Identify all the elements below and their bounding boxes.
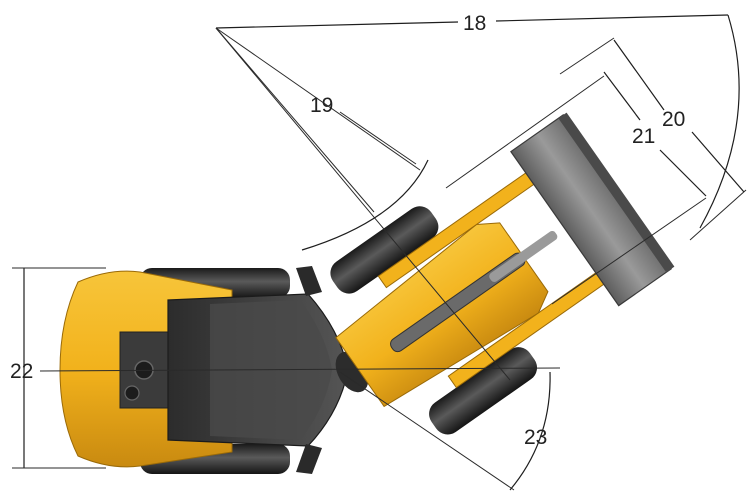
dim-23-ray <box>339 371 515 491</box>
front-frame <box>330 112 675 435</box>
dim-23-label: 23 <box>524 426 547 449</box>
dim-18-line-right <box>495 14 729 22</box>
swing-ray-2 <box>215 27 375 213</box>
dim-20-ext-bottom <box>689 189 747 241</box>
dim-19-leader <box>339 111 417 165</box>
dim-18-label: 18 <box>463 12 486 35</box>
front-tire-left <box>330 206 439 294</box>
air-intake-icon <box>124 385 140 401</box>
mirror-top <box>296 266 322 296</box>
mirror-bottom <box>296 444 322 474</box>
dimension-lines <box>12 14 747 491</box>
dim-18-line-left <box>215 21 459 29</box>
dim-21-label: 21 <box>632 125 655 148</box>
swing-ray-3 <box>215 27 511 381</box>
dim-20-line-a <box>613 39 665 111</box>
front-tire-right <box>429 347 538 435</box>
dim-19-label: 19 <box>310 94 333 117</box>
swing-ray-1 <box>215 27 421 171</box>
tilt-cylinder-rod <box>489 230 558 282</box>
bucket-ext-1 <box>445 75 605 189</box>
dim-19-arc <box>301 159 429 251</box>
dim-21-line-a <box>603 71 641 121</box>
bucket-ext-2 <box>551 197 707 305</box>
dim-20-line-b <box>691 131 745 193</box>
dim-22-label: 22 <box>10 360 33 383</box>
dim-18-arc <box>699 14 740 229</box>
bucket-edge <box>558 112 675 273</box>
dim-20-label: 20 <box>662 108 685 131</box>
dim-21-line-b <box>659 149 707 197</box>
centerline <box>39 367 561 372</box>
dim-20-ext-top <box>559 37 615 75</box>
dim-23-arc <box>509 371 551 491</box>
